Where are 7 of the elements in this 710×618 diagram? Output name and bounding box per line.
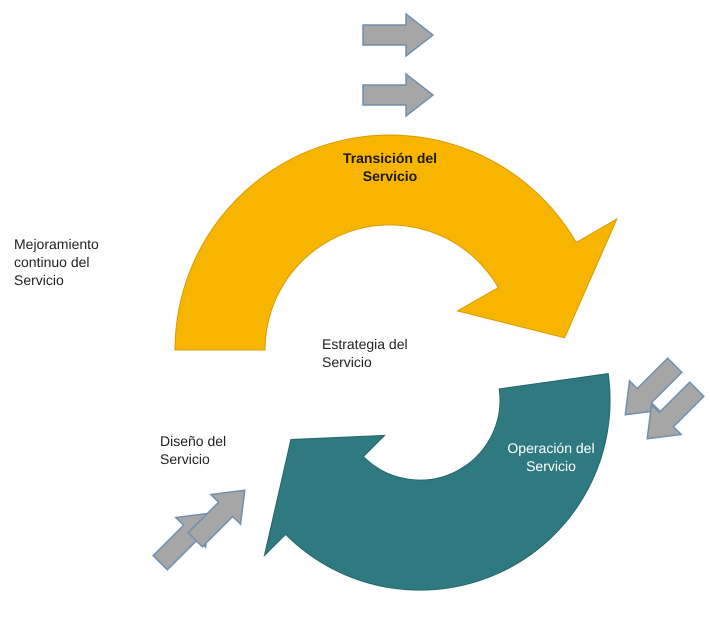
arrow-label: Operación del Servicio xyxy=(506,440,596,475)
phase-label: Estrategia del Servicio xyxy=(322,335,409,372)
arrow-label: Transición del Servicio xyxy=(342,150,438,185)
phase-label: Diseño del Servicio xyxy=(160,432,228,468)
curved-arrow xyxy=(174,134,618,350)
phase-label: Mejoramiento continuo del Servicio xyxy=(14,235,100,290)
curved-arrow xyxy=(264,373,611,591)
